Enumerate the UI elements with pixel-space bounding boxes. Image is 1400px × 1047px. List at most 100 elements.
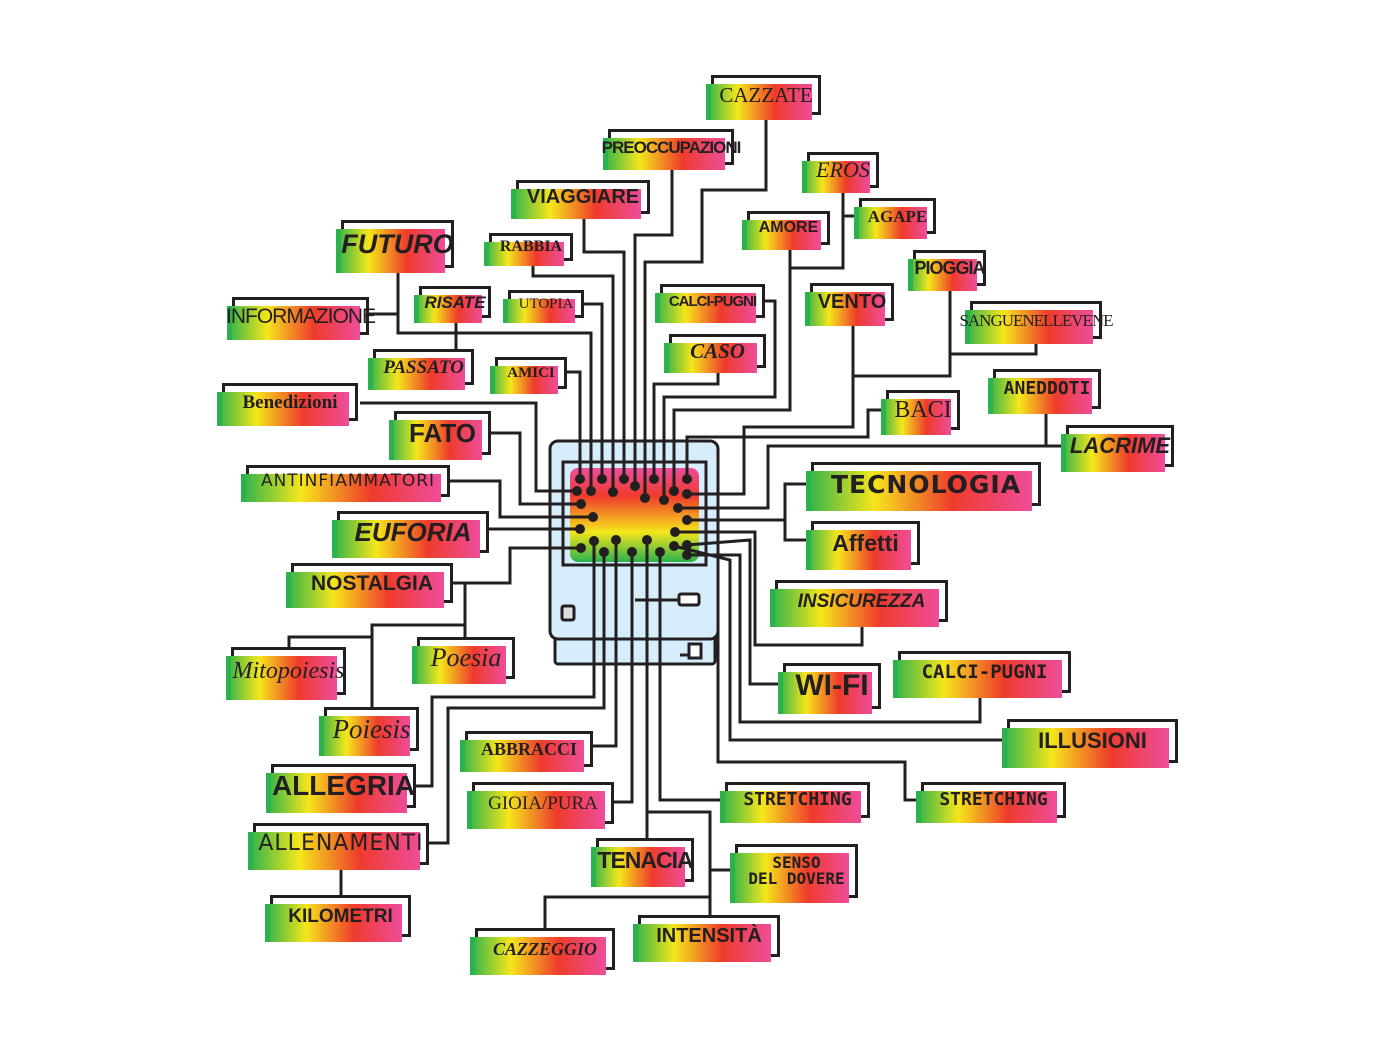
node-poiesis: Poiesis xyxy=(319,707,419,756)
node-label: ILLUSIONI xyxy=(1038,728,1147,753)
node-label: INFORMAZIONE xyxy=(226,304,376,328)
chip-pin-dot xyxy=(673,503,683,513)
node-risate: RISATE xyxy=(414,286,491,323)
node-fato: FATO xyxy=(389,411,491,460)
chip-pin-dot xyxy=(589,536,599,546)
chip-pin-dot xyxy=(586,486,596,496)
node-insicurezza: INSICUREZZA xyxy=(770,580,948,627)
node-caso: CASO xyxy=(664,334,766,373)
chip-pin-dot xyxy=(576,499,586,509)
node-label: FATO xyxy=(409,418,476,448)
node-label: ALLENAMENTI xyxy=(258,831,424,856)
node-nostalgia: NOSTALGIA xyxy=(286,563,453,608)
node-rabbia: RABBIA xyxy=(484,233,573,266)
node-affetti: Affetti xyxy=(806,521,920,570)
node-stretching-1: STRETCHING xyxy=(720,782,870,823)
node-label: UTOPIA xyxy=(518,295,574,312)
chip-pin-dot xyxy=(682,474,692,484)
node-calci-pugni-1: CALCI-PUGNI xyxy=(655,284,765,323)
node-label: FUTURO xyxy=(341,228,454,259)
chip-pin-dot xyxy=(572,486,582,496)
node-sanguenellevene: SANGUENELLEVENE xyxy=(959,301,1114,344)
node-benedizioni: Benedizioni xyxy=(217,383,358,426)
node-eros: EROS xyxy=(802,152,879,193)
node-label: ANTINFIAMMATORI xyxy=(260,470,436,491)
node-label: SENSO xyxy=(772,853,821,872)
node-preoccupazioni: PREOCCUPAZIONI xyxy=(602,129,741,170)
node-amore: AMORE xyxy=(742,211,830,250)
node-gioia-pura: GIOIA/PURA xyxy=(467,782,614,829)
node-label: ANEDDOTI xyxy=(1003,378,1091,399)
node-label: BACI xyxy=(894,397,952,423)
node-aneddoti: ANEDDOTI xyxy=(988,369,1101,414)
chip-pin-dot xyxy=(682,540,692,550)
node-allenamenti: ALLENAMENTI xyxy=(248,823,429,870)
node-label: TECNOLOGIA xyxy=(830,469,1022,499)
chip-pin-dot xyxy=(670,527,680,537)
node-informazione: INFORMAZIONE xyxy=(226,297,376,340)
node-label: TENACIA xyxy=(597,846,693,873)
node-label: VENTO xyxy=(817,291,887,313)
node-baci: BACI xyxy=(881,390,960,435)
chip-pin-dot xyxy=(575,474,585,484)
screen-gradient xyxy=(570,468,699,562)
node-agape: AGAPE xyxy=(854,198,936,239)
node-label: PREOCCUPAZIONI xyxy=(601,137,742,157)
node-label: Affetti xyxy=(832,529,899,556)
node-mitopoiesis: Mitopoiesis xyxy=(226,647,346,700)
rainbow-logo-icon xyxy=(560,604,576,622)
chip-pin-dot xyxy=(682,550,692,560)
chip-pin-dot xyxy=(599,547,609,557)
node-tenacia: TENACIA xyxy=(591,838,694,887)
node-label: INTENSITÀ xyxy=(656,925,762,947)
node-label: RABBIA xyxy=(499,238,563,255)
node-illusioni: ILLUSIONI xyxy=(1002,719,1178,768)
node-label: STRETCHING xyxy=(743,789,852,810)
node-label: EROS xyxy=(816,157,870,182)
floppy-slot xyxy=(677,592,701,607)
node-label: EUFORIA xyxy=(354,517,472,547)
node-label: KILOMETRI xyxy=(288,905,393,927)
chip-pin-dot xyxy=(669,541,679,551)
node-passato: PASSATO xyxy=(368,349,474,390)
node-vento: VENTO xyxy=(805,283,894,326)
node-label: Benedizioni xyxy=(242,391,338,413)
node-amici: AMICI xyxy=(490,357,567,394)
node-label: WI-FI xyxy=(795,669,869,702)
chip-pin-dot xyxy=(630,481,640,491)
chip-pin-dot xyxy=(619,474,629,484)
node-pioggia: PIOGGIA xyxy=(908,250,986,291)
node-wifi: WI-FI xyxy=(778,663,881,714)
chip-pin-dot xyxy=(640,493,650,503)
node-label: STRETCHING xyxy=(939,789,1048,810)
chip-pin-dot xyxy=(642,535,652,545)
chip-pin-dot xyxy=(576,543,586,553)
chip-pin-dot xyxy=(655,547,665,557)
node-label: PIOGGIA xyxy=(914,258,986,278)
node-cazzate: CAZZATE xyxy=(706,75,821,120)
port-icon xyxy=(687,642,703,660)
node-label: Poesia xyxy=(430,643,502,672)
node-label: CALCI-PUGNI xyxy=(921,660,1048,683)
node-abbracci: ABBRACCI xyxy=(460,731,593,772)
node-intensita: INTENSITÀ xyxy=(633,915,780,962)
node-label: AGAPE xyxy=(867,206,928,226)
chip-pin-dot xyxy=(649,474,659,484)
chip-pin-dot xyxy=(627,547,637,557)
node-utopia: UTOPIA xyxy=(503,290,584,323)
chip-pin-dot xyxy=(575,524,585,534)
node-futuro: FUTURO xyxy=(336,220,454,273)
node-viaggiare: VIAGGIARE xyxy=(511,180,650,219)
node-euforia: EUFORIA xyxy=(332,511,489,558)
node-label: RISATE xyxy=(424,292,486,312)
node-label: ALLEGRIA xyxy=(271,770,416,801)
node-allegria: ALLEGRIA xyxy=(266,764,416,813)
node-label: NOSTALGIA xyxy=(310,571,434,595)
chip-pin-dot xyxy=(659,495,669,505)
chip-pin-dot xyxy=(669,486,679,496)
node-tecnologia: TECNOLOGIA xyxy=(806,462,1041,511)
node-label: AMICI xyxy=(507,364,555,381)
